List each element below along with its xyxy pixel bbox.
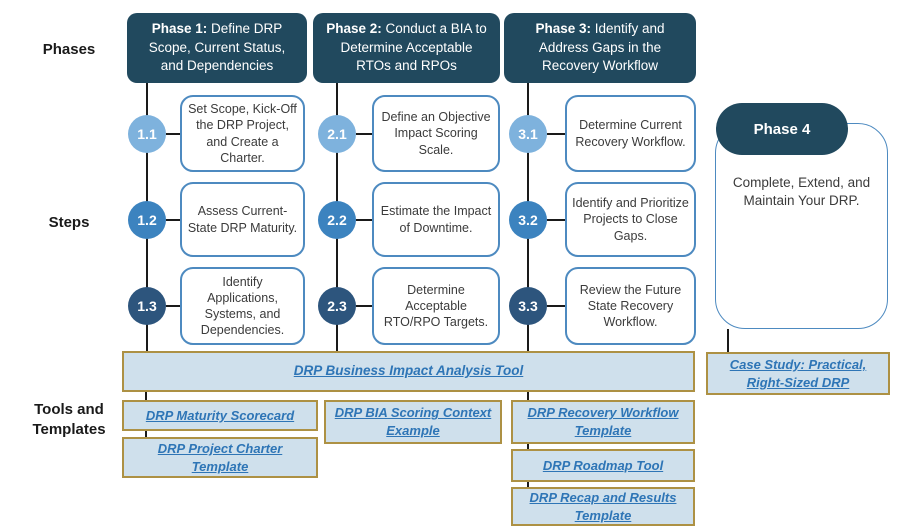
phase4-spine-line xyxy=(727,329,729,352)
phase4-text: Complete, Extend, and Maintain Your DRP. xyxy=(732,175,871,209)
tool-box-maturity-scorecard: DRP Maturity Scorecard xyxy=(122,400,318,431)
phase3-header-text: Identify and Address Gaps in the Recover… xyxy=(538,20,665,74)
step-2-1-text: Define an Objective Impact Scoring Scale… xyxy=(381,110,491,157)
phase4-header: Phase 4 xyxy=(716,103,848,155)
step-1-2-connector xyxy=(166,219,180,221)
step-3-2-text: Identify and Prioritize Projects to Clos… xyxy=(572,196,689,243)
tool-box-recovery-workflow: DRP Recovery Workflow Template xyxy=(511,400,695,444)
step-1-2-box: Assess Current-State DRP Maturity. xyxy=(180,182,305,257)
step-1-2-badge: 1.2 xyxy=(128,201,166,239)
tool-box-bia-scoring-example: DRP BIA Scoring Context Example xyxy=(324,400,502,444)
step-2-2-badge: 2.2 xyxy=(318,201,356,239)
step-3-2-box: Identify and Prioritize Projects to Clos… xyxy=(565,182,696,257)
step-1-1-text: Set Scope, Kick-Off the DRP Project, and… xyxy=(188,102,297,165)
tool-box-bia-tool: DRP Business Impact Analysis Tool xyxy=(122,351,695,392)
step-3-3-text: Review the Future State Recovery Workflo… xyxy=(579,282,682,330)
step-2-1-box: Define an Objective Impact Scoring Scale… xyxy=(372,95,500,172)
tool-connector-tick xyxy=(145,391,147,401)
tool-box-project-charter: DRP Project Charter Template xyxy=(122,437,318,478)
tool-box-roadmap: DRP Roadmap Tool xyxy=(511,449,695,482)
step-3-2-connector xyxy=(547,219,565,221)
step-1-3-box: Identify Applications, Systems, and Depe… xyxy=(180,267,305,345)
phase2-header: Phase 2: Conduct a BIA to Determine Acce… xyxy=(313,13,500,83)
phase2-header-text: Conduct a BIA to Determine Acceptable RT… xyxy=(340,20,487,74)
step-1-1-badge: 1.1 xyxy=(128,115,166,153)
phases-row-label: Phases xyxy=(42,41,96,58)
step-3-1-box: Determine Current Recovery Workflow. xyxy=(565,95,696,172)
step-3-2-badge: 3.2 xyxy=(509,201,547,239)
step-1-1-box: Set Scope, Kick-Off the DRP Project, and… xyxy=(180,95,305,172)
link-drp-bia-scoring-example[interactable]: DRP BIA Scoring Context Example xyxy=(334,405,492,438)
step-1-2-text: Assess Current-State DRP Maturity. xyxy=(187,204,298,235)
step-1-1-connector xyxy=(166,133,180,135)
tool-connector-tick xyxy=(527,481,529,488)
step-3-1-connector xyxy=(547,133,565,135)
link-drp-maturity-scorecard[interactable]: DRP Maturity Scorecard xyxy=(145,407,295,423)
step-3-3-box: Review the Future State Recovery Workflo… xyxy=(565,267,696,345)
phase1-header-prefix: Phase 1: xyxy=(151,20,208,36)
steps-row-label: Steps xyxy=(48,214,90,231)
step-3-1-text: Determine Current Recovery Workflow. xyxy=(575,118,686,149)
step-3-3-badge: 3.3 xyxy=(509,287,547,325)
tool-box-case-study: Case Study: Practical, Right-Sized DRP xyxy=(706,352,890,395)
step-2-1-badge: 2.1 xyxy=(318,115,356,153)
step-2-1-connector xyxy=(356,133,372,135)
link-drp-recap-results[interactable]: DRP Recap and Results Template xyxy=(529,489,677,523)
tool-connector-tick xyxy=(527,443,529,450)
phase1-header-text: Define DRP Scope, Current Status, and De… xyxy=(148,20,286,74)
tool-box-recap-results: DRP Recap and Results Template xyxy=(511,487,695,526)
link-drp-roadmap-tool[interactable]: DRP Roadmap Tool xyxy=(542,457,664,473)
step-1-3-text: Identify Applications, Systems, and Depe… xyxy=(200,274,285,338)
step-1-3-badge: 1.3 xyxy=(128,287,166,325)
step-2-2-text: Estimate the Impact of Downtime. xyxy=(380,204,492,235)
phase3-header-prefix: Phase 3: xyxy=(535,20,591,36)
link-drp-recovery-workflow[interactable]: DRP Recovery Workflow Template xyxy=(527,405,679,438)
step-3-1-badge: 3.1 xyxy=(509,115,547,153)
step-2-2-box: Estimate the Impact of Downtime. xyxy=(372,182,500,257)
step-2-3-connector xyxy=(356,305,372,307)
link-drp-project-charter[interactable]: DRP Project Charter Template xyxy=(157,440,283,474)
phase4-box: Complete, Extend, and Maintain Your DRP. xyxy=(715,123,888,329)
tool-connector-tick xyxy=(527,391,529,401)
step-2-3-badge: 2.3 xyxy=(318,287,356,325)
tool-connector-tick xyxy=(145,430,147,438)
phase3-header: Phase 3: Identify and Address Gaps in th… xyxy=(504,13,696,83)
step-2-3-text: Determine Acceptable RTO/RPO Targets. xyxy=(383,282,489,330)
link-case-study[interactable]: Case Study: Practical, Right-Sized DRP xyxy=(729,356,867,390)
phase2-header-prefix: Phase 2: xyxy=(326,20,382,36)
tools-row-label: Tools and Templates xyxy=(32,401,106,439)
link-drp-bia-tool[interactable]: DRP Business Impact Analysis Tool xyxy=(293,363,524,379)
phase1-header: Phase 1: Define DRP Scope, Current Statu… xyxy=(127,13,307,83)
step-1-3-connector xyxy=(166,305,180,307)
step-2-3-box: Determine Acceptable RTO/RPO Targets. xyxy=(372,267,500,345)
step-2-2-connector xyxy=(356,219,372,221)
step-3-3-connector xyxy=(547,305,565,307)
